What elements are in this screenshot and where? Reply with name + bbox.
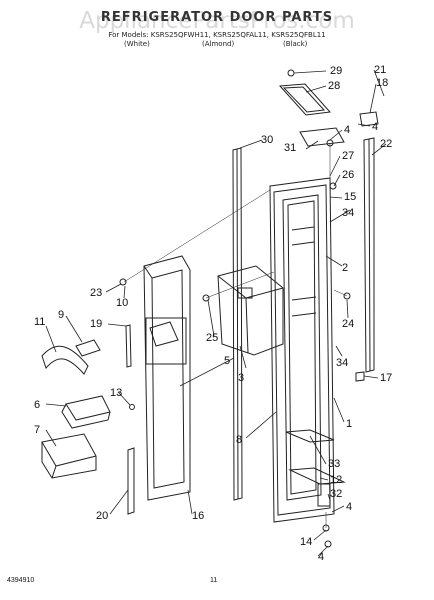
callout-24: 24	[342, 318, 354, 330]
top-hinge-cover	[278, 83, 332, 116]
callout-34: 34	[336, 357, 348, 369]
callout-19: 19	[90, 318, 102, 330]
bottom-hinge-cover	[285, 429, 335, 443]
variant-black: (Black)	[283, 40, 308, 48]
door-bin-upper	[61, 395, 111, 429]
callout-31: 31	[284, 142, 296, 154]
callout-8: 8	[236, 434, 242, 446]
hinge-strip	[299, 127, 345, 147]
callout-2: 2	[342, 262, 348, 274]
callout-32: 32	[330, 488, 342, 500]
callout-20: 20	[96, 510, 108, 522]
callout-15: 15	[344, 191, 356, 203]
callout-4: 4	[372, 121, 378, 133]
callout-23: 23	[90, 287, 102, 299]
callout-9: 9	[58, 309, 64, 321]
model-list: For Models: KSRS25QFWH11, KSRS25QFAL11, …	[108, 31, 326, 39]
variant-white: (White)	[124, 40, 150, 48]
door-trim-strip	[232, 147, 243, 501]
callout-26: 26	[342, 169, 354, 181]
callout-4: 4	[346, 501, 352, 513]
callout-21: 21	[374, 64, 386, 76]
callout-17: 17	[380, 372, 392, 384]
door-stop	[355, 371, 365, 382]
door-liner-panel	[143, 255, 191, 501]
dispenser-housing	[217, 265, 284, 356]
callout-1: 1	[346, 418, 352, 430]
shelf-end-cap	[41, 345, 89, 375]
callout-34: 34	[342, 207, 354, 219]
callout-14: 14	[300, 536, 312, 548]
callout-7: 7	[34, 424, 40, 436]
callout-27: 27	[342, 150, 354, 162]
variant-almond: (Almond)	[202, 40, 235, 48]
doc-number: 4394910	[7, 577, 35, 584]
liner-strip	[127, 447, 135, 515]
callout-5: 5	[224, 355, 230, 367]
callout-30: 30	[261, 134, 273, 146]
callout-25: 25	[206, 332, 218, 344]
callout-11: 11	[34, 316, 45, 328]
callout-4: 4	[344, 124, 350, 136]
page-number: 11	[210, 577, 218, 584]
door-bin-lower	[41, 433, 97, 479]
callout-13: 13	[110, 387, 122, 399]
callout-33: 33	[328, 458, 340, 470]
shelf-clip	[75, 339, 101, 357]
callout-4: 4	[318, 551, 324, 563]
door-frame	[269, 177, 335, 523]
callout-3: 3	[238, 372, 244, 384]
callout-18: 18	[376, 77, 388, 89]
callout-16: 16	[192, 510, 204, 522]
right-seal-strip	[363, 137, 375, 373]
callout-29: 29	[330, 65, 342, 77]
callout-28: 28	[328, 80, 340, 92]
diagram-title: REFRIGERATOR DOOR PARTS	[100, 10, 334, 25]
callout-12: 12	[330, 474, 342, 486]
callout-22: 22	[380, 138, 392, 150]
hinge-cap	[359, 111, 379, 127]
watermark: AppliancePartsPros.com	[79, 8, 355, 34]
callout-6: 6	[34, 399, 40, 411]
bottom-hinge	[288, 467, 346, 507]
callout-10: 10	[116, 297, 128, 309]
liner-bracket	[125, 324, 132, 368]
